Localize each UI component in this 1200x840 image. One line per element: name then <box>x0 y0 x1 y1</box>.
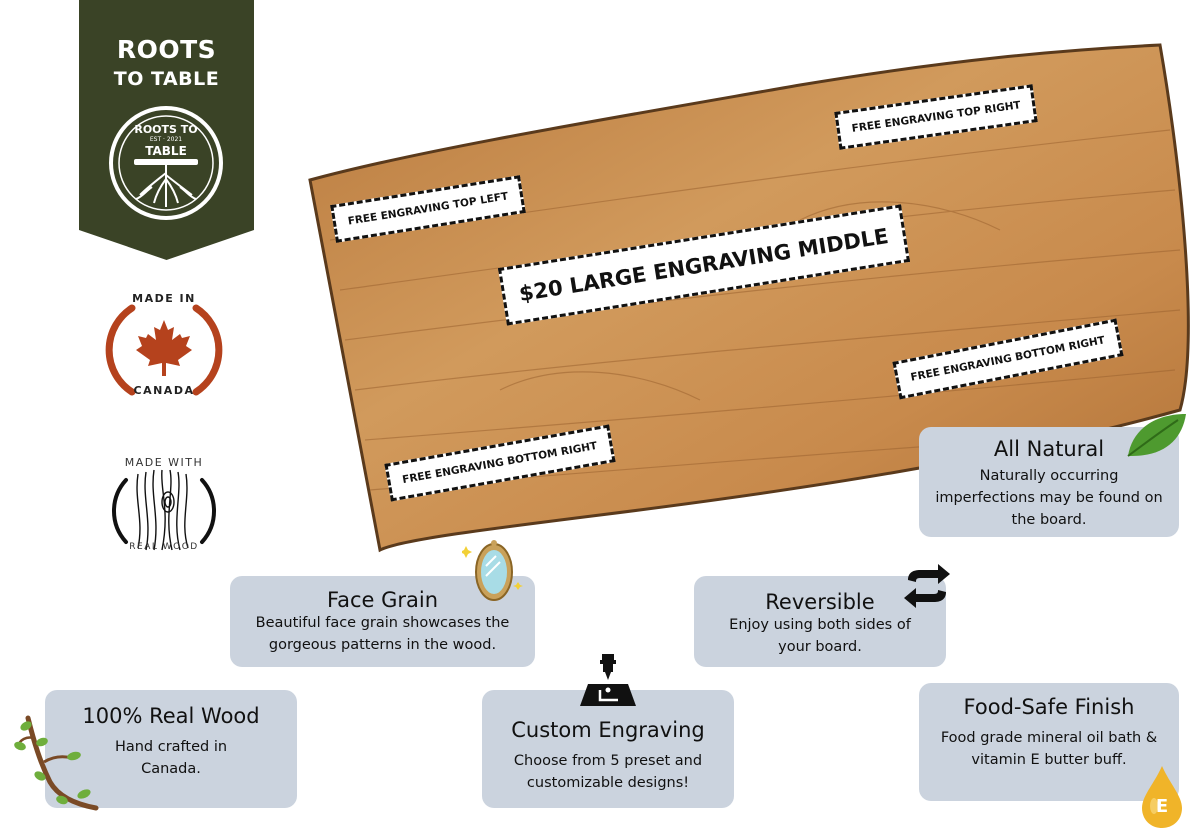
cutting-board-image: FREE ENGRAVING TOP LEFT FREE ENGRAVING T… <box>300 40 1200 560</box>
feature-card-real-wood: 100% Real Wood Hand crafted in Canada. <box>45 690 297 808</box>
swap-arrows-icon <box>902 562 952 614</box>
leaf-icon <box>1124 410 1188 464</box>
feature-card-custom-engraving: Custom Engraving Choose from 5 preset an… <box>482 690 734 808</box>
feature-title: All Natural <box>993 437 1105 461</box>
maple-leaf-icon <box>136 320 192 376</box>
feature-body: Hand crafted in Canada. <box>114 739 228 777</box>
feature-title: Face Grain <box>326 588 439 612</box>
brand-title-line1: ROOTS <box>116 35 217 64</box>
feature-card-food-safe: Food-Safe Finish Food grade mineral oil … <box>919 683 1179 801</box>
seal-line1: ROOTS TO <box>134 123 198 136</box>
feature-body: Naturally occurring imperfections may be… <box>935 468 1163 528</box>
seal-est: EST · 2021 <box>149 136 183 143</box>
vitamin-e-drop-icon: E <box>1140 764 1184 830</box>
feature-title: Food-Safe Finish <box>963 695 1135 719</box>
feature-title: Custom Engraving <box>511 718 705 742</box>
wood-badge-bottom: REAL WOOD <box>129 542 199 552</box>
feature-title: Reversible <box>765 590 875 614</box>
feature-title: 100% Real Wood <box>82 704 260 728</box>
laser-engraver-icon <box>578 654 638 712</box>
feature-card-reversible: Reversible Enjoy using both sides of you… <box>694 576 946 667</box>
canada-badge-bottom: CANADA <box>133 384 195 397</box>
feature-body: Enjoy using both sides of your board. <box>729 617 911 655</box>
canada-badge-top: MADE IN <box>132 292 196 305</box>
brand-title-line2: TO TABLE <box>113 68 220 90</box>
feature-body: Food grade mineral oil bath & vitamin E … <box>940 730 1158 768</box>
seal-line2: TABLE <box>145 144 187 158</box>
feature-body: Choose from 5 preset and customizable de… <box>513 753 703 791</box>
drop-letter: E <box>1155 796 1169 817</box>
branch-icon <box>14 712 100 816</box>
brand-banner: ROOTS TO TABLE ROOTS TO EST · 2021 TABLE <box>79 0 254 260</box>
mirror-icon <box>460 536 526 610</box>
feature-body: Beautiful face grain showcases the gorge… <box>255 615 510 653</box>
brand-seal-logo: ROOTS TO EST · 2021 TABLE <box>106 103 226 223</box>
wood-grain-icon <box>136 469 189 551</box>
made-in-canada-badge: MADE IN CANADA <box>104 290 224 410</box>
made-with-real-wood-badge: MADE WITH REAL WOOD <box>104 450 224 570</box>
wood-badge-top: MADE WITH <box>124 456 204 469</box>
feature-card-all-natural: All Natural Naturally occurring imperfec… <box>919 427 1179 537</box>
